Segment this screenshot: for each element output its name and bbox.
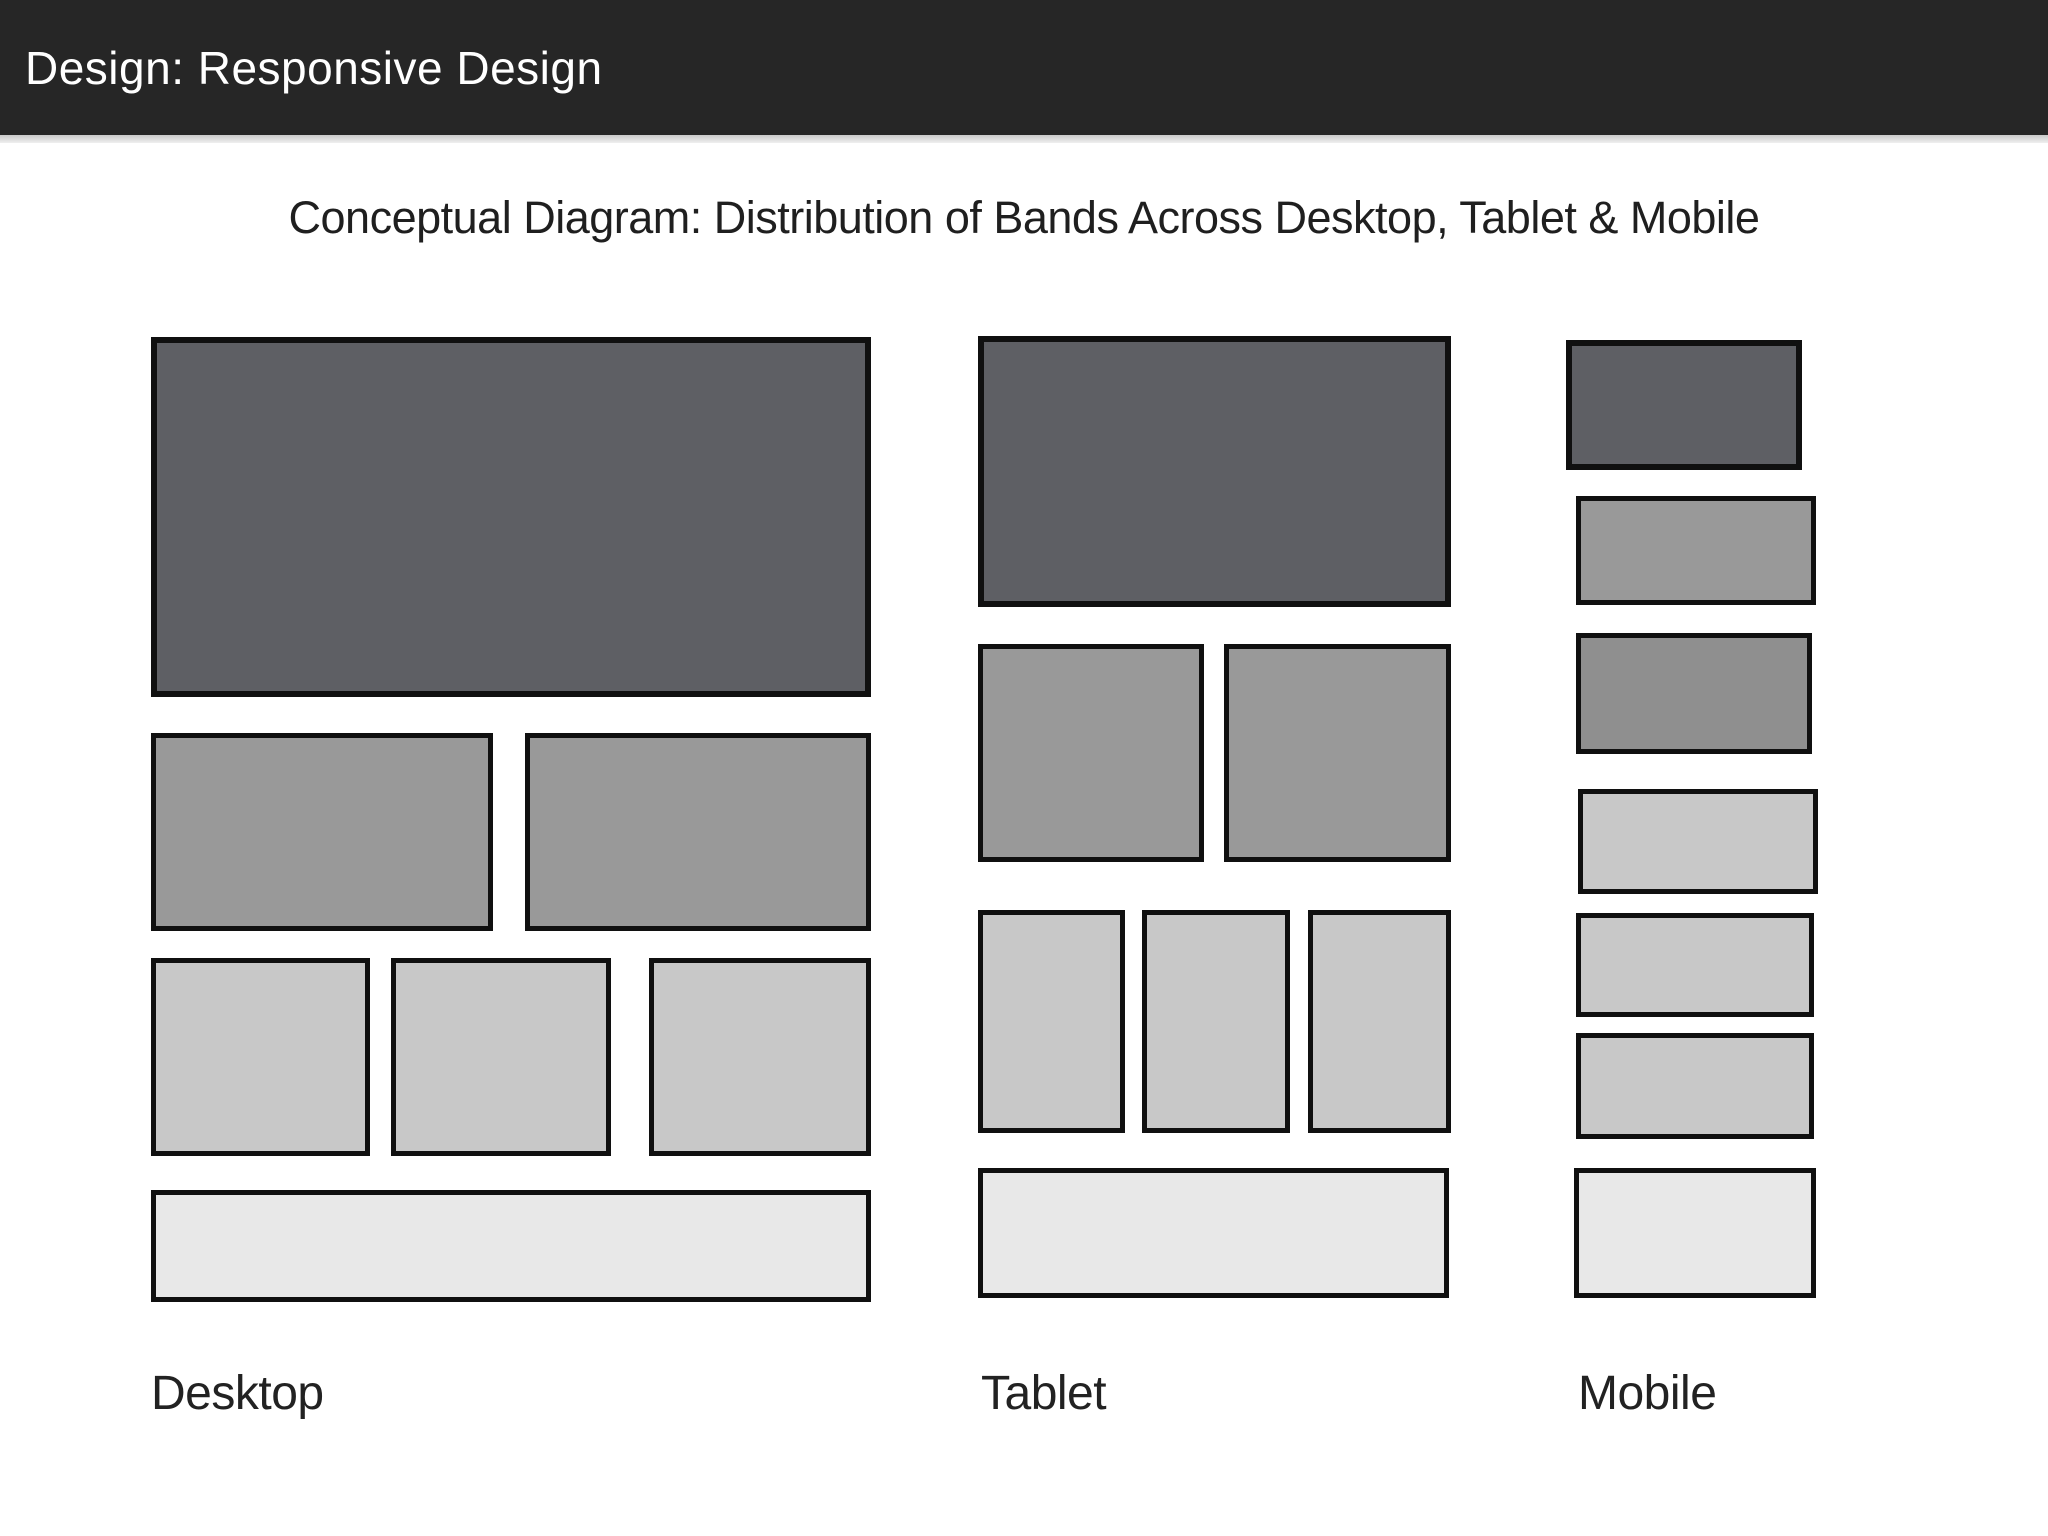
window-title: Design: Responsive Design	[25, 41, 603, 94]
mobile-band-5	[1576, 913, 1814, 1017]
mobile-band-4	[1578, 789, 1818, 894]
tablet-row3-band-3	[1308, 910, 1451, 1133]
tablet-label: Tablet	[981, 1367, 1107, 1420]
diagram-title: Conceptual Diagram: Distribution of Band…	[288, 192, 1760, 243]
desktop-row2-band-1	[151, 733, 493, 931]
tablet-row3-band-1	[978, 910, 1125, 1133]
tablet-footer-band	[978, 1168, 1449, 1298]
tablet-row2-band-1	[978, 644, 1204, 862]
app-header: Design: Responsive Design	[0, 0, 2048, 135]
tablet-row3-band-2	[1142, 910, 1290, 1133]
mobile-band-1	[1566, 340, 1802, 470]
desktop-row3-band-1	[151, 958, 370, 1156]
mobile-band-3	[1576, 633, 1812, 754]
desktop-row2-band-2	[525, 733, 871, 931]
desktop-footer-band	[151, 1190, 871, 1302]
mobile-label: Mobile	[1578, 1367, 1717, 1420]
mobile-footer-band	[1574, 1168, 1816, 1298]
header-shadow	[0, 135, 2048, 143]
mobile-band-6	[1576, 1033, 1814, 1139]
desktop-row3-band-3	[649, 958, 871, 1156]
tablet-row2-band-2	[1224, 644, 1451, 862]
tablet-hero-band	[978, 336, 1451, 607]
desktop-label: Desktop	[151, 1367, 324, 1420]
desktop-row3-band-2	[391, 958, 611, 1156]
mobile-band-2	[1576, 496, 1816, 605]
desktop-hero-band	[151, 337, 871, 697]
